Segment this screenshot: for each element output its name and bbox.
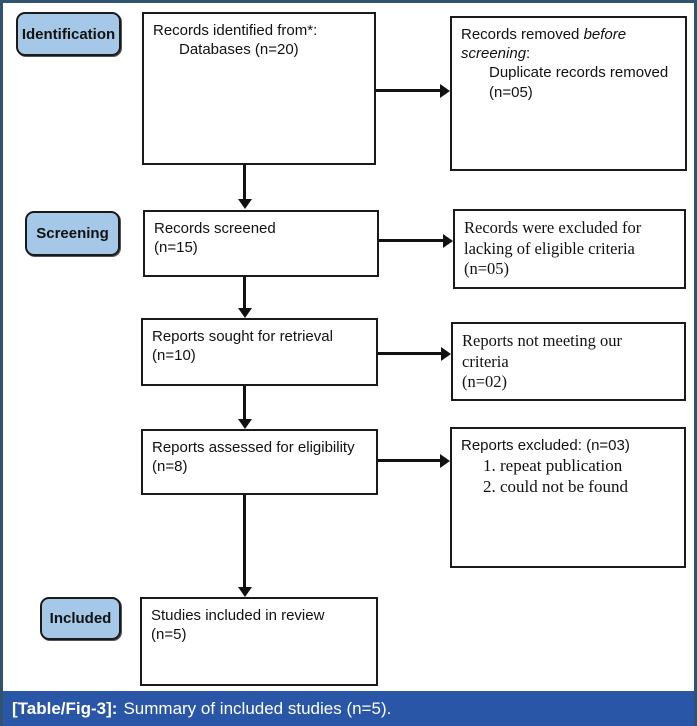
stage-label-screening: Screening	[25, 211, 120, 256]
box-reports-assessed-line2: (n=8)	[152, 458, 188, 476]
box-records-screened: Records screened (n=15)	[143, 210, 379, 277]
box-records-excluded-line3: (n=05)	[464, 259, 510, 279]
figure-caption-label: [Table/Fig-3]:	[12, 698, 118, 718]
box-reports-not-meeting-line1: Reports not meeting our	[462, 331, 622, 350]
box-studies-included-line1: Studies included in review	[151, 607, 325, 624]
box-records-removed-line1: Records removed before screening:	[461, 25, 676, 63]
box-records-removed-line2: Duplicate records removed	[489, 64, 669, 82]
box-records-removed-line3: (n=05)	[489, 83, 533, 101]
box-records-screened-line2: (n=15)	[154, 239, 198, 257]
arrow-screened-to-excluded	[379, 234, 453, 248]
arrow-assessed-to-reportsexcluded	[378, 454, 450, 468]
figure-caption-text: Summary of included studies (n=5).	[123, 698, 392, 718]
box-records-removed: Records removed before screening: Duplic…	[450, 16, 687, 171]
records-removed-italic: before screening	[461, 26, 627, 63]
box-studies-included: Studies included in review (n=5)	[140, 597, 378, 686]
arrow-screened-to-sought	[238, 277, 252, 318]
box-records-identified-line1: Records identified from*:	[153, 22, 318, 39]
box-records-excluded-line2: lacking of eligible criteria	[464, 238, 635, 258]
box-reports-excluded: Reports excluded: (n=03) 1. repeat publi…	[450, 427, 686, 568]
arrow-sought-to-notmeeting	[378, 347, 451, 361]
box-reports-not-meeting: Reports not meeting our criteria (n=02)	[451, 322, 686, 401]
stage-label-included: Included	[40, 597, 121, 640]
box-reports-sought: Reports sought for retrieval (n=10)	[141, 318, 378, 386]
box-reports-assessed: Reports assessed for eligibility (n=8)	[141, 429, 378, 495]
box-records-excluded-line1: Records were excluded for	[464, 218, 642, 237]
arrow-identified-to-screened	[238, 165, 252, 209]
arrow-identified-to-removed	[376, 84, 450, 98]
box-studies-included-line2: (n=5)	[151, 626, 187, 644]
box-records-identified-line2: Databases (n=20)	[179, 41, 299, 59]
box-reports-sought-line2: (n=10)	[152, 347, 196, 365]
box-reports-excluded-line1: Reports excluded: (n=03)	[461, 437, 630, 454]
figure-caption-bar: [Table/Fig-3]: Summary of included studi…	[3, 691, 694, 726]
box-records-screened-line1: Records screened	[154, 220, 276, 237]
records-removed-prefix: Records removed	[461, 26, 584, 43]
box-reports-assessed-line1: Reports assessed for eligibility	[152, 439, 355, 456]
box-records-excluded: Records were excluded for lacking of eli…	[453, 209, 686, 289]
box-reports-excluded-item1: 1. repeat publication	[483, 456, 623, 476]
records-removed-suffix: :	[526, 45, 531, 63]
box-reports-sought-line1: Reports sought for retrieval	[152, 328, 333, 345]
box-records-identified: Records identified from*: Databases (n=2…	[142, 12, 376, 165]
arrow-assessed-to-included	[238, 495, 252, 597]
box-reports-excluded-item2: 2. could not be found	[483, 477, 628, 497]
box-reports-not-meeting-line3: (n=02)	[462, 372, 508, 392]
arrow-sought-to-assessed	[238, 386, 252, 429]
box-reports-not-meeting-line2: criteria	[462, 351, 509, 371]
stage-label-identification: Identification	[16, 12, 121, 56]
